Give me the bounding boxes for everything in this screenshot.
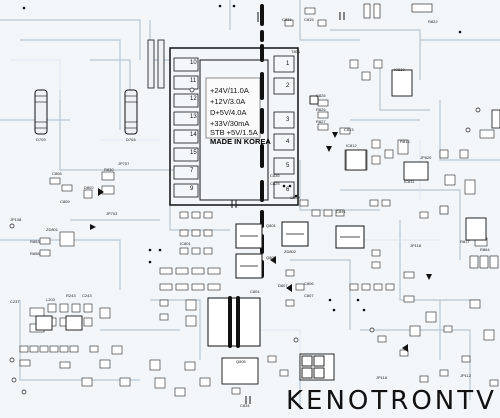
pin-label: 1 xyxy=(286,61,290,67)
ref-label: JP703 xyxy=(106,211,118,216)
ref-label: C809 xyxy=(60,199,70,204)
ref-label: C808 xyxy=(52,171,62,176)
ref-label: C841 xyxy=(336,209,346,214)
spec-line: +24V/11.0A xyxy=(210,86,249,95)
ref-label: C806 xyxy=(304,281,314,286)
ref-label: C807 xyxy=(304,293,314,298)
ref-label: JP112 xyxy=(460,373,472,378)
pin-label: 2 xyxy=(286,83,290,89)
pin-label: 9 xyxy=(190,186,194,192)
pin-label: 14 xyxy=(190,132,197,138)
ref-label: C834 xyxy=(240,403,250,408)
pin-label: 13 xyxy=(190,114,197,120)
pin-label: 5 xyxy=(286,163,290,169)
spec-line: +12V/3.0A xyxy=(210,97,246,106)
ref-label: R864 xyxy=(480,247,490,252)
ref-label: Q805 xyxy=(236,359,246,364)
ref-label: JP820 xyxy=(420,155,432,160)
ref-label: C815 xyxy=(304,17,314,22)
ref-label: C804 xyxy=(250,289,260,294)
pin-label: 15 xyxy=(190,150,197,156)
ref-label: C835 xyxy=(270,173,280,178)
ref-label: C825 xyxy=(270,181,280,186)
ref-label: C243 xyxy=(82,293,92,298)
ref-label: R826 xyxy=(316,107,326,112)
ref-label: R816 xyxy=(400,139,410,144)
pin-label: 7 xyxy=(190,168,194,174)
made-in-label: MADE IN KOREA xyxy=(210,137,271,146)
pin-label: 12 xyxy=(190,96,197,102)
ref-label: R830 xyxy=(104,167,114,172)
ref-label: R853 xyxy=(30,239,40,244)
ref-label: R822 xyxy=(428,19,438,24)
ref-label: R243 xyxy=(66,293,76,298)
pin-label: 10 xyxy=(190,60,197,66)
ref-label: R858 xyxy=(30,251,40,256)
ref-label: R827 xyxy=(316,119,326,124)
ref-label: D807 xyxy=(278,283,288,288)
ref-label: IC810 xyxy=(394,67,405,72)
watermark-logo: KENOTRONTV xyxy=(286,386,497,416)
ref-label: IC801 xyxy=(180,241,191,246)
ref-label: Q807 xyxy=(266,255,276,260)
ref-label: D802 xyxy=(84,185,94,190)
pin-label: 4 xyxy=(286,139,290,145)
ref-label: IC811 xyxy=(404,179,415,184)
ref-label: ZD802 xyxy=(284,249,297,254)
spec-line: +33V/30mA xyxy=(210,119,250,128)
ref-label: C831 xyxy=(282,17,292,22)
ref-label: L203 xyxy=(46,297,55,302)
ref-label: C237 xyxy=(10,299,20,304)
ref-label: C826 xyxy=(316,93,326,98)
ref-label: ZD801 xyxy=(46,227,59,232)
ref-label: Q801 xyxy=(266,223,276,228)
ref-label: C813 xyxy=(344,127,354,132)
pin-label: 11 xyxy=(190,78,197,84)
ref-label: JP707 xyxy=(118,161,130,166)
ref-label: JP108 xyxy=(10,217,22,222)
ref-label: D703 xyxy=(126,137,136,142)
ref-label: JP116 xyxy=(376,375,388,380)
transformer-ref: T801 xyxy=(291,49,301,54)
spec-line: D+5V/4.0A xyxy=(210,108,247,117)
ref-label: JP118 xyxy=(410,243,422,248)
ref-label: D709 xyxy=(36,137,46,142)
ref-label: C809 xyxy=(290,195,300,200)
spec-line: STB +5V/1.5A xyxy=(210,128,258,137)
pin-label: 6 xyxy=(286,187,290,193)
ref-label: IC812 xyxy=(346,143,357,148)
pin-label: 3 xyxy=(286,117,290,123)
ref-label: R817 xyxy=(460,239,470,244)
